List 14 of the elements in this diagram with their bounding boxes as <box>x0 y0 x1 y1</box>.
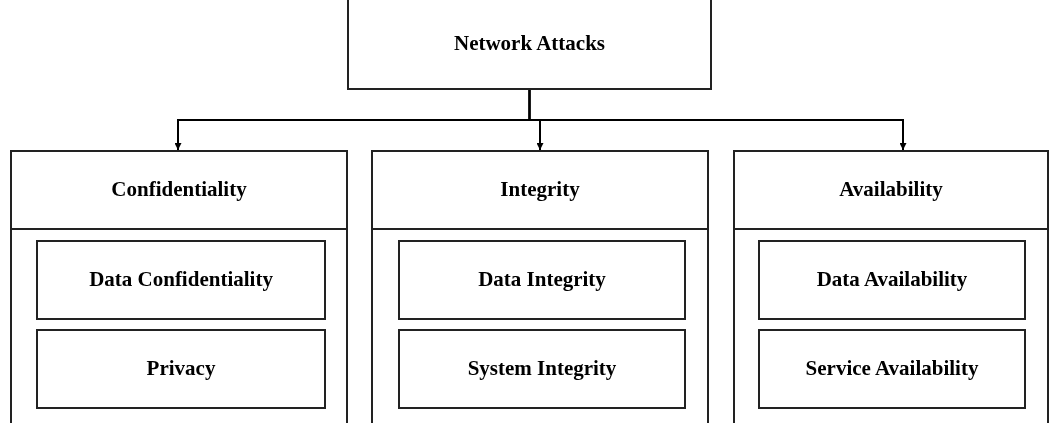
category-panel <box>733 150 1049 423</box>
item-box: Service Availability <box>758 329 1026 409</box>
root-box: Network Attacks <box>347 0 712 90</box>
item-box: Privacy <box>36 329 326 409</box>
item-box: Data Confidentiality <box>36 240 326 320</box>
item-box: Data Integrity <box>398 240 686 320</box>
category-panel <box>371 150 709 423</box>
item-box: Data Availability <box>758 240 1026 320</box>
panel-heading: Confidentiality <box>111 176 247 204</box>
panel-heading: Availability <box>839 176 943 204</box>
category-panel <box>10 150 348 423</box>
panel-heading: Integrity <box>500 176 580 204</box>
connector-arrow <box>528 89 907 151</box>
item-box: System Integrity <box>398 329 686 409</box>
